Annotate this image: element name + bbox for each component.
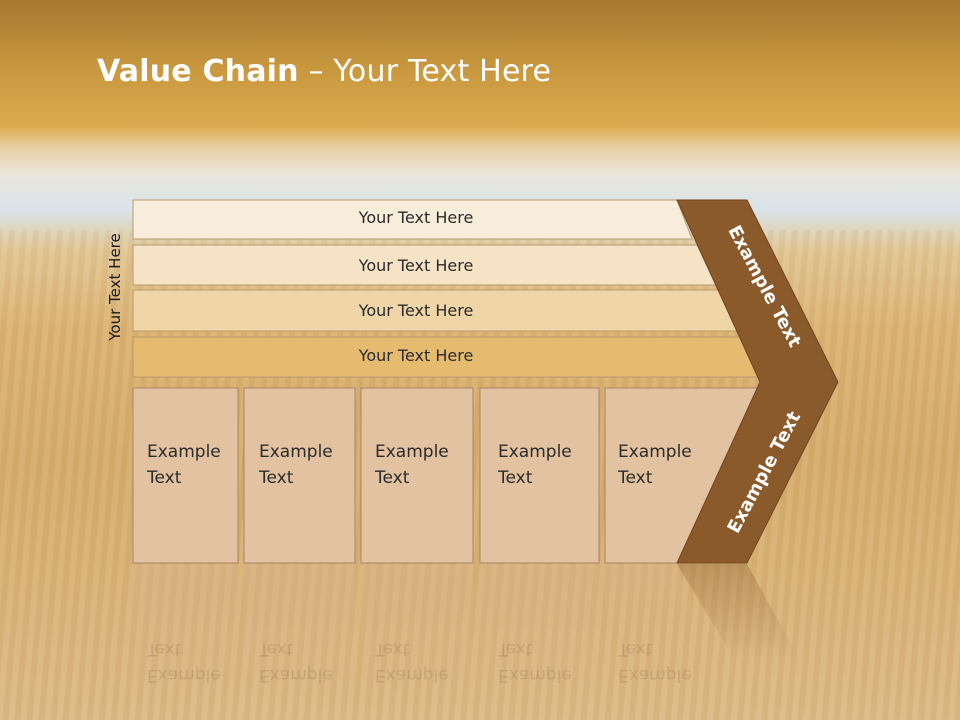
support-row-label: Your Text Here bbox=[358, 301, 474, 320]
box-reflection bbox=[244, 564, 355, 704]
label-reflection: Example Text bbox=[147, 636, 221, 688]
box-reflection bbox=[361, 564, 473, 704]
slide-title: Value Chain – Your Text Here bbox=[97, 54, 551, 89]
label-line: Example bbox=[259, 442, 333, 462]
label-line: Example bbox=[147, 442, 221, 462]
label-reflection: Example Text bbox=[375, 636, 449, 688]
chevron-reflection bbox=[677, 564, 800, 660]
label-line: Example bbox=[618, 665, 692, 685]
label-reflection: Example Text bbox=[259, 636, 333, 688]
primary-box bbox=[479, 387, 600, 564]
label-line: Example bbox=[498, 442, 572, 462]
support-row-bar bbox=[132, 199, 693, 240]
label-line: Example bbox=[147, 665, 221, 685]
reflection-layer bbox=[133, 564, 800, 704]
support-row-label: Your Text Here bbox=[358, 208, 474, 227]
label-line: Text bbox=[147, 639, 182, 659]
label-reflection: Example Text bbox=[618, 636, 692, 688]
label-line: Example bbox=[375, 442, 449, 462]
margin-chevron bbox=[676, 199, 839, 564]
support-row-label: Your Text Here bbox=[358, 346, 474, 365]
title-rest: – Your Text Here bbox=[298, 54, 552, 89]
primary-box bbox=[132, 387, 239, 564]
label-reflection: Example Text bbox=[498, 636, 572, 688]
label-line: Text bbox=[259, 639, 294, 659]
label-line: Text bbox=[375, 639, 410, 659]
label-line: Example bbox=[375, 665, 449, 685]
label-line: Text bbox=[375, 468, 410, 488]
label-line: Example bbox=[259, 665, 333, 685]
label-line: Text bbox=[498, 639, 533, 659]
label-line: Text bbox=[259, 468, 294, 488]
support-row-label: Your Text Here bbox=[358, 256, 474, 275]
label-line: Text bbox=[618, 639, 653, 659]
box-reflection bbox=[605, 564, 704, 640]
box-reflection bbox=[133, 564, 238, 704]
box-reflection bbox=[480, 564, 599, 704]
title-bold: Value Chain bbox=[97, 54, 299, 89]
label-line: Text bbox=[147, 468, 182, 488]
label-line: Text bbox=[498, 468, 533, 488]
label-line: Example bbox=[618, 442, 692, 462]
label-line: Text bbox=[618, 468, 653, 488]
primary-box bbox=[360, 387, 474, 564]
label-line: Example bbox=[498, 665, 572, 685]
primary-box bbox=[243, 387, 356, 564]
